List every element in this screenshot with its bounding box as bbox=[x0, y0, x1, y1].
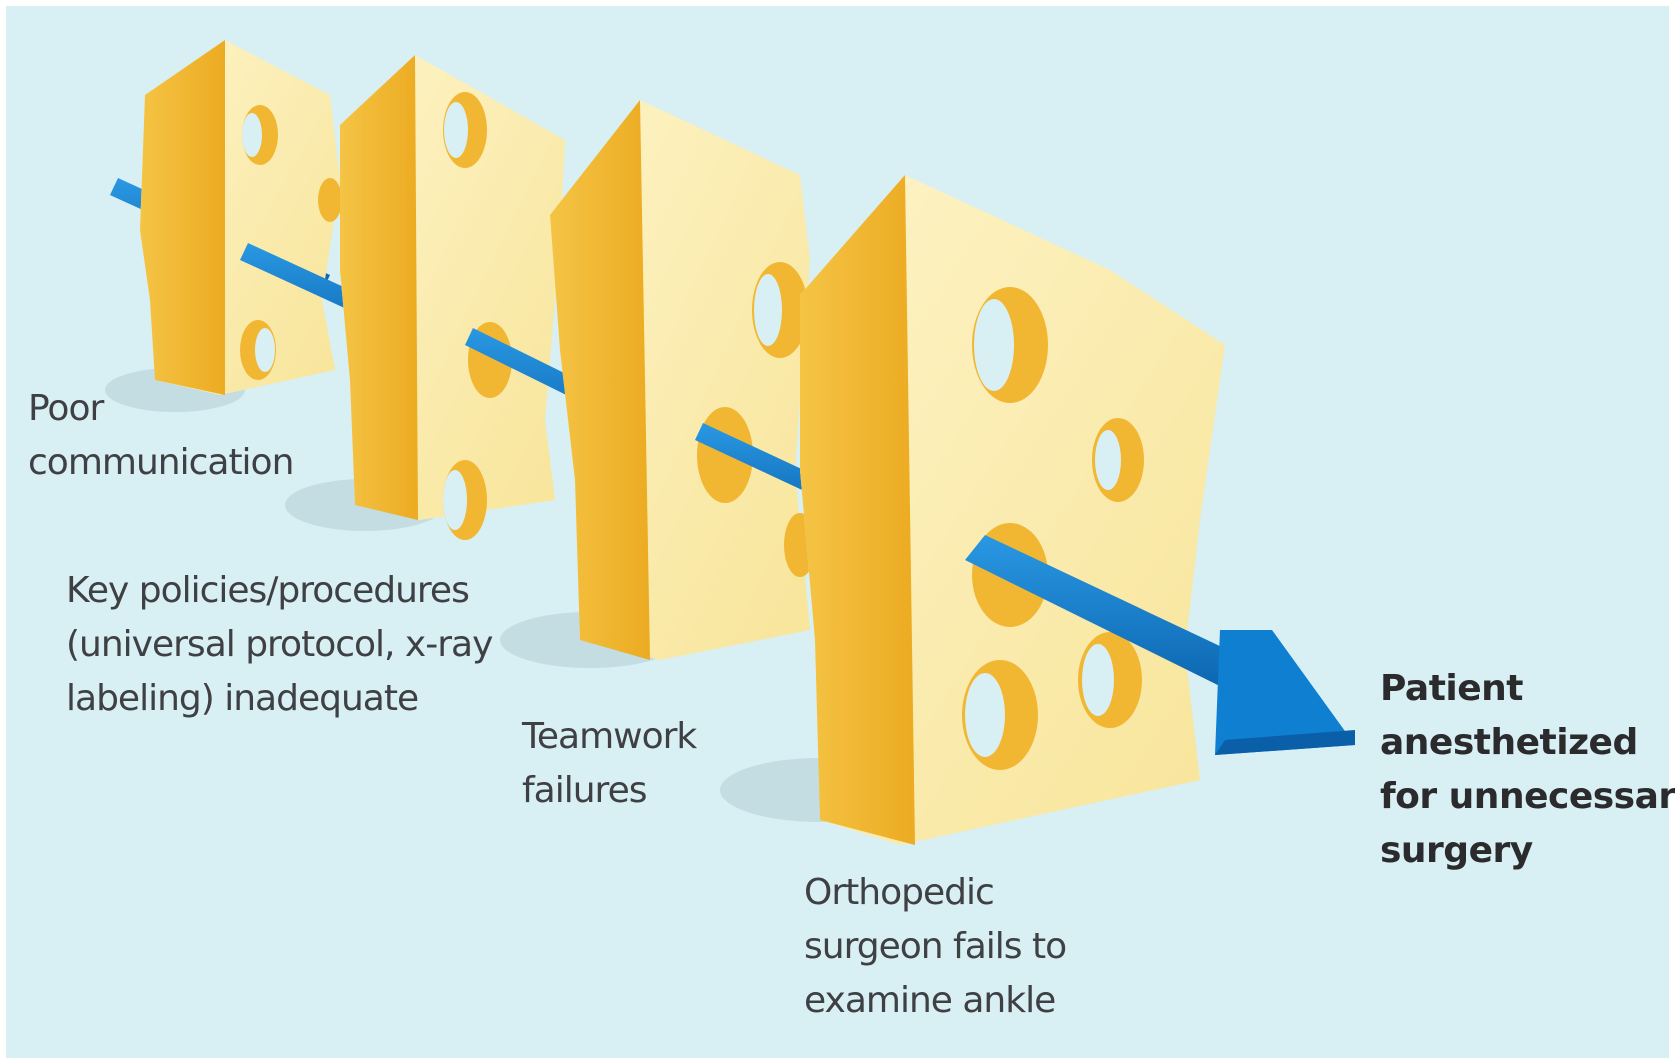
label-line: surgery bbox=[1380, 824, 1675, 878]
cheese-hole bbox=[974, 299, 1014, 391]
cheese-slice-1 bbox=[140, 40, 342, 395]
label-poor-communication: Poor communication bbox=[28, 382, 293, 490]
label-line: failures bbox=[522, 764, 696, 818]
label-line: labeling) inadequate bbox=[66, 672, 492, 726]
label-teamwork-failures: Teamwork failures bbox=[522, 710, 696, 818]
label-line: Orthopedic bbox=[804, 866, 1066, 920]
label-orthopedic-surgeon: Orthopedic surgeon fails to examine ankl… bbox=[804, 866, 1066, 1028]
label-line: (universal protocol, x-ray bbox=[66, 618, 492, 672]
label-line: Patient bbox=[1380, 662, 1675, 716]
cheese-hole bbox=[444, 102, 468, 158]
label-key-policies: Key policies/procedures (universal proto… bbox=[66, 564, 492, 726]
cheese-hole bbox=[255, 328, 275, 372]
label-line: Teamwork bbox=[522, 710, 696, 764]
label-line: anesthetized bbox=[1380, 716, 1675, 770]
cheese-hole bbox=[1082, 644, 1114, 716]
cheese-hole bbox=[443, 470, 467, 530]
label-line: surgeon fails to bbox=[804, 920, 1066, 974]
label-line: Poor bbox=[28, 382, 293, 436]
cheese-hole bbox=[318, 178, 342, 222]
cheese-hole bbox=[965, 673, 1005, 757]
cheese-hole bbox=[754, 274, 782, 346]
cheese-slice-2 bbox=[340, 55, 565, 540]
label-line: examine ankle bbox=[804, 974, 1066, 1028]
cheese-slice-3 bbox=[550, 100, 816, 660]
label-line: communication bbox=[28, 436, 293, 490]
label-line: Key policies/procedures bbox=[66, 564, 492, 618]
cheese-hole bbox=[242, 113, 262, 157]
label-outcome: Patient anesthetized for unnecessary sur… bbox=[1380, 662, 1675, 878]
cheese-hole bbox=[1095, 430, 1121, 490]
label-line: for unnecessary bbox=[1380, 770, 1675, 824]
